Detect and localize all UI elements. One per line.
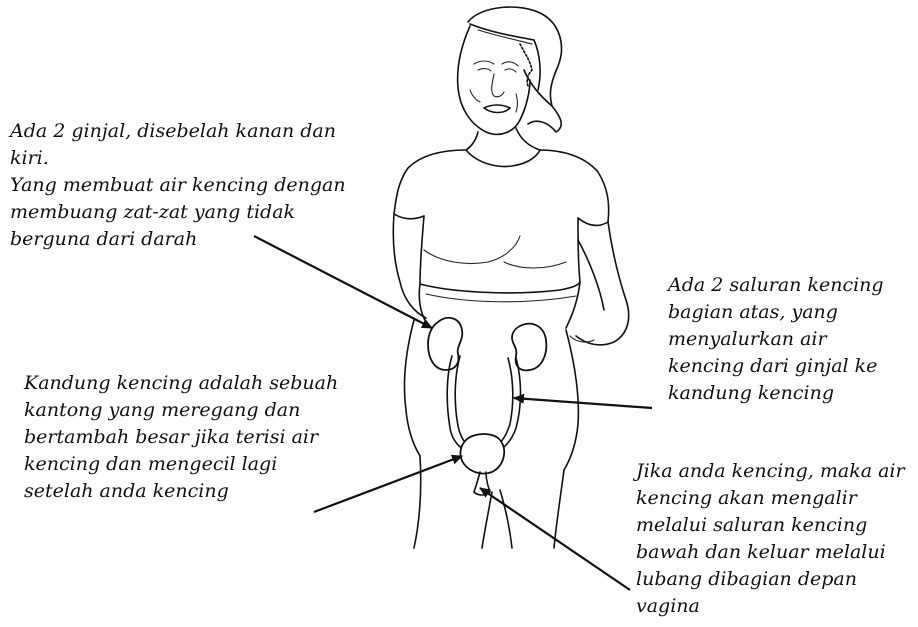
label-kidneys: Ada 2 ginjal, disebelah kanan dan kiri. … <box>10 118 346 253</box>
label-bladder-line: bertambah besar jika terisi air <box>24 424 338 451</box>
label-bladder-line: setelah anda kencing <box>24 478 338 505</box>
label-kidneys-line: berguna dari darah <box>10 226 346 253</box>
label-urethra: Jika anda kencing, maka air kencing akan… <box>636 458 905 620</box>
label-urethra-line: melalui saluran kencing <box>636 512 905 539</box>
label-ureters-line: kencing dari ginjal ke <box>668 353 884 380</box>
label-urethra-line: lubang dibagian depan <box>636 566 905 593</box>
label-ureters-line: kandung kencing <box>668 380 884 407</box>
arrow-ureters <box>514 398 652 408</box>
label-urethra-line: bawah dan keluar melalui <box>636 539 905 566</box>
label-ureters-line: menyalurkan air <box>668 326 884 353</box>
label-ureters-line: Ada 2 saluran kencing <box>668 272 884 299</box>
label-urethra-line: Jika anda kencing, maka air <box>636 458 905 485</box>
label-kidneys-line: Ada 2 ginjal, disebelah kanan dan <box>10 118 346 145</box>
label-kidneys-line: membuang zat-zat yang tidak <box>10 199 346 226</box>
label-ureters: Ada 2 saluran kencing bagian atas, yang … <box>668 272 884 407</box>
label-urethra-line: vagina <box>636 593 905 620</box>
label-urethra-line: kencing akan mengalir <box>636 485 905 512</box>
label-bladder: Kandung kencing adalah sebuah kantong ya… <box>24 370 338 505</box>
label-bladder-line: kencing dan mengecil lagi <box>24 451 338 478</box>
bladder-organ <box>460 434 504 474</box>
kidney-left-organ <box>428 318 462 370</box>
urinary-system <box>428 318 546 495</box>
label-bladder-line: kantong yang meregang dan <box>24 397 338 424</box>
woman-figure <box>393 7 628 548</box>
label-kidneys-line: Yang membuat air kencing dengan <box>10 172 346 199</box>
arrow-urethra <box>480 488 630 590</box>
label-kidneys-line: kiri. <box>10 145 346 172</box>
label-bladder-line: Kandung kencing adalah sebuah <box>24 370 338 397</box>
label-ureters-line: bagian atas, yang <box>668 299 884 326</box>
